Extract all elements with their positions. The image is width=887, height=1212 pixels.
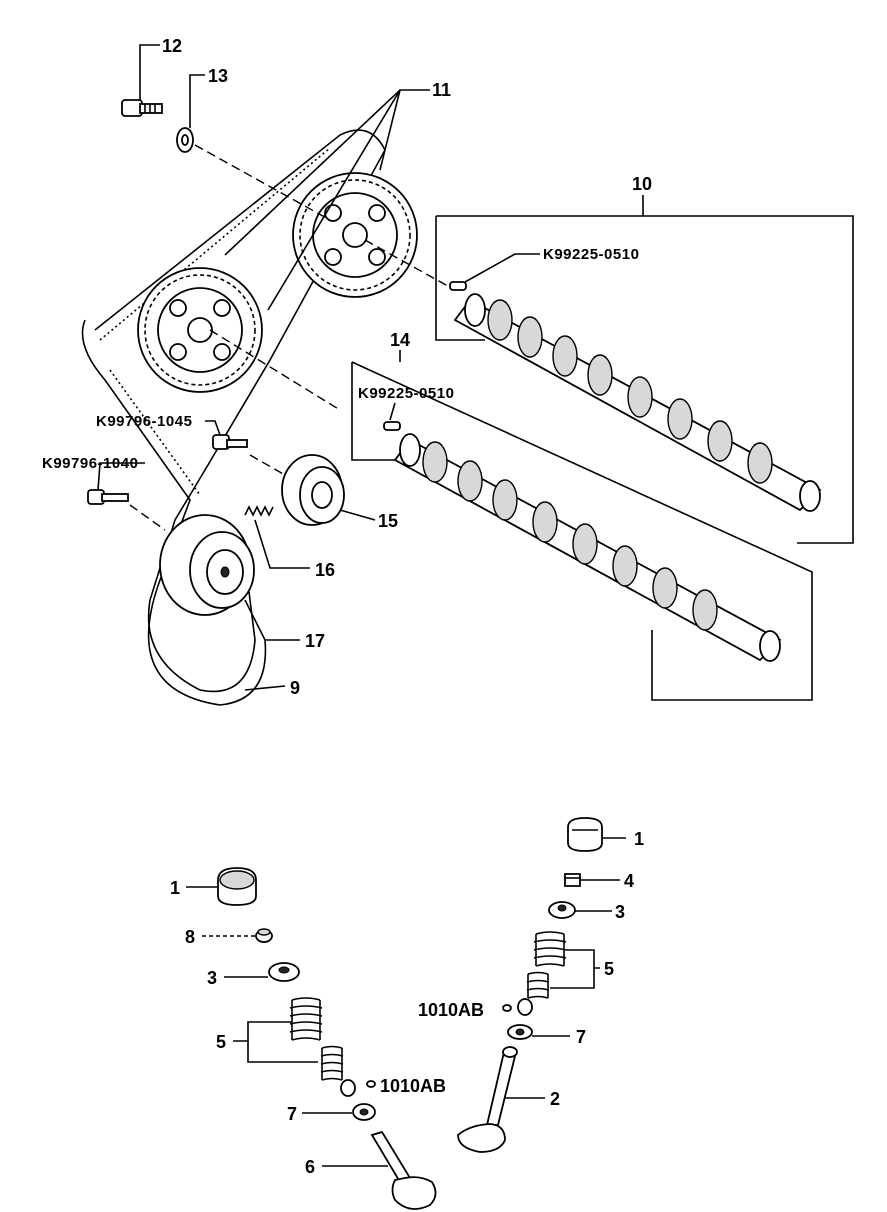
part-code-bolt-1045: K99796-1045 bbox=[96, 413, 192, 430]
tappet-right bbox=[567, 817, 603, 852]
callout-17: 17 bbox=[305, 631, 325, 651]
callout-right-2: 2 bbox=[550, 1089, 560, 1109]
timing-belt bbox=[81, 129, 386, 706]
shim-left bbox=[255, 928, 273, 943]
valve-seal-left bbox=[340, 1079, 376, 1097]
dowel-pin-lower bbox=[383, 421, 401, 431]
shim-right bbox=[564, 873, 581, 887]
sprocket-bolt bbox=[121, 99, 163, 117]
callout-left-8: 8 bbox=[185, 927, 195, 947]
callout-14: 14 bbox=[390, 330, 410, 350]
callout-12: 12 bbox=[162, 36, 182, 56]
callout-11: 11 bbox=[432, 80, 451, 100]
camshaft-sprocket-right bbox=[292, 172, 418, 298]
callout-left-1: 1 bbox=[170, 878, 180, 898]
dowel-pin-upper bbox=[449, 281, 467, 291]
spring-inner-right bbox=[526, 971, 550, 999]
callout-10: 10 bbox=[632, 174, 652, 194]
camshaft-upper bbox=[453, 293, 822, 512]
valve-left bbox=[370, 1130, 437, 1210]
callout-right-1010ab: 1010AB bbox=[418, 1000, 484, 1020]
callout-left-7: 7 bbox=[287, 1104, 297, 1124]
part-code-bolt-1040: K99796-1040 bbox=[42, 455, 138, 472]
tappet-left bbox=[217, 867, 257, 906]
callout-right-4: 4 bbox=[624, 871, 634, 891]
camshaft-sprocket-left bbox=[137, 267, 263, 393]
spring-seat-left bbox=[352, 1103, 376, 1121]
callout-right-7: 7 bbox=[576, 1027, 586, 1047]
spring-outer-left bbox=[289, 997, 323, 1041]
callout-9: 9 bbox=[290, 678, 300, 698]
retainer-right bbox=[548, 901, 576, 919]
callout-right-5: 5 bbox=[604, 959, 614, 979]
valve-seal-right bbox=[502, 998, 533, 1016]
callout-right-3: 3 bbox=[615, 902, 625, 922]
callout-right-1: 1 bbox=[634, 829, 644, 849]
spring-outer-right bbox=[533, 931, 567, 967]
callout-13: 13 bbox=[208, 66, 228, 86]
spring-inner-left bbox=[320, 1045, 344, 1081]
callout-left-3: 3 bbox=[207, 968, 217, 988]
tensioner-spring bbox=[244, 505, 274, 517]
spring-seat-right bbox=[507, 1024, 533, 1040]
sprocket-washer bbox=[176, 127, 194, 153]
callout-15: 15 bbox=[378, 511, 398, 531]
camshaft-lower bbox=[393, 433, 782, 662]
tensioner-bolt bbox=[212, 434, 248, 450]
idler-bolt bbox=[87, 489, 129, 505]
callout-left-6: 6 bbox=[305, 1157, 315, 1177]
idler-pulley bbox=[159, 514, 255, 616]
callout-left-5: 5 bbox=[216, 1032, 226, 1052]
part-code-pin-lower: K99225-0510 bbox=[358, 385, 454, 402]
part-code-pin-upper: K99225-0510 bbox=[543, 246, 639, 263]
valve-right bbox=[457, 1046, 518, 1153]
retainer-left bbox=[268, 962, 300, 982]
tensioner-pulley bbox=[281, 454, 345, 526]
callout-left-1010ab: 1010AB bbox=[380, 1076, 446, 1096]
callout-16: 16 bbox=[315, 560, 335, 580]
